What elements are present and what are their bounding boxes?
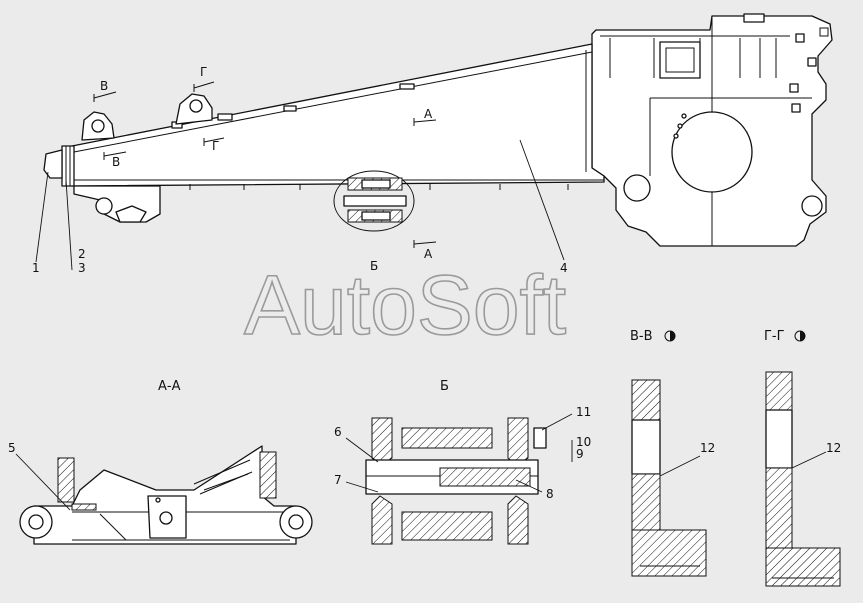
section-gg-view: Г-Г 12 bbox=[764, 329, 841, 587]
detail-b-view: Б 11 10 9 6 7 8 bbox=[334, 379, 591, 545]
section-aa-view: А-А 5 bbox=[8, 379, 313, 545]
section-b-title: Б bbox=[440, 379, 449, 394]
label-6: 6 bbox=[334, 425, 342, 439]
rotation-symbol-icon bbox=[794, 330, 806, 342]
rotation-symbol-icon bbox=[664, 330, 676, 342]
label-12-gg: 12 bbox=[826, 441, 841, 455]
section-aa-title: А-А bbox=[158, 379, 181, 394]
label-2: 2 bbox=[78, 247, 86, 261]
label-1: 1 bbox=[32, 261, 40, 275]
watermark: AutoSoft bbox=[244, 258, 566, 352]
label-8: 8 bbox=[546, 487, 554, 501]
marker-g-side: Г bbox=[212, 139, 219, 153]
marker-g-top: Г bbox=[200, 65, 207, 79]
marker-a-bottom: А bbox=[424, 247, 433, 261]
label-12-vv: 12 bbox=[700, 441, 715, 455]
section-vv-view: В-В 12 bbox=[630, 329, 715, 577]
label-7: 7 bbox=[334, 473, 342, 487]
section-gg-title: Г-Г bbox=[764, 329, 785, 344]
label-4: 4 bbox=[560, 261, 568, 275]
label-10: 10 bbox=[576, 435, 591, 449]
marker-v-side: В bbox=[112, 155, 120, 169]
label-5: 5 bbox=[8, 441, 16, 455]
label-9: 9 bbox=[576, 447, 584, 461]
marker-a-top: А bbox=[424, 107, 433, 121]
marker-v-top: В bbox=[100, 79, 108, 93]
main-callouts: 1 2 3 4 bbox=[32, 139, 568, 275]
label-11: 11 bbox=[576, 405, 591, 419]
boom-main-view bbox=[43, 13, 833, 247]
marker-b-callout: Б bbox=[370, 259, 378, 273]
label-3: 3 bbox=[78, 261, 86, 275]
section-markers: В В Г Г А А Б bbox=[93, 65, 437, 273]
section-vv-title: В-В bbox=[630, 329, 653, 344]
